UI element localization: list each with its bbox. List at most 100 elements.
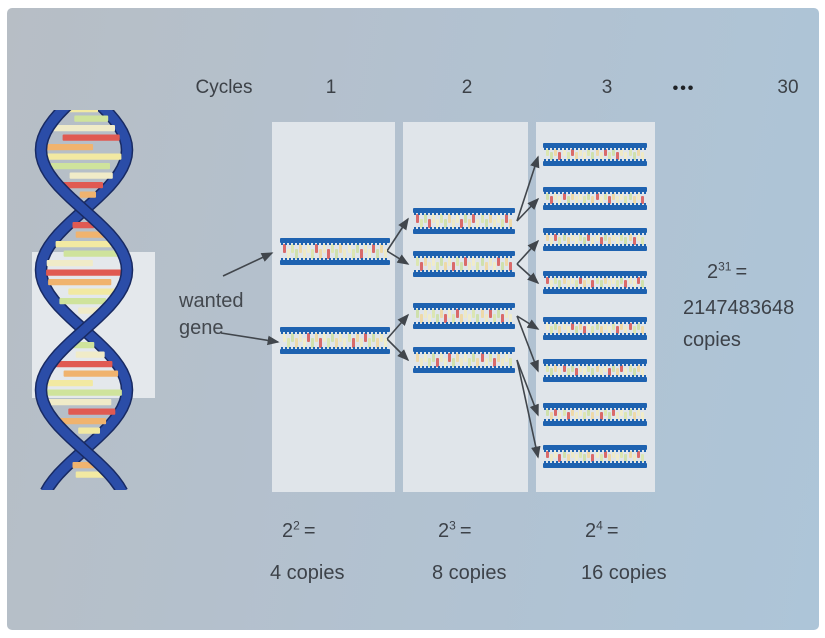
- base-pair-row: [543, 192, 647, 205]
- cycle-2-formula: 23=: [438, 518, 472, 543]
- strand-backbone-bottom: [543, 418, 647, 426]
- base-tick: [612, 408, 615, 416]
- base-pair-row: [413, 256, 515, 272]
- base-tick: [579, 276, 582, 284]
- base-tick: [603, 192, 607, 200]
- base-tick: [367, 337, 371, 348]
- base-tick: [448, 309, 452, 318]
- base-tick: [440, 309, 444, 318]
- base-tick: [379, 332, 383, 343]
- copy-arrow: [222, 252, 274, 277]
- helix-base-pair-rung: [46, 380, 93, 387]
- base-tick: [612, 276, 615, 284]
- base-tick: [371, 243, 375, 254]
- base-tick: [558, 454, 562, 462]
- base-tick: [311, 248, 315, 259]
- dna-fragment-copy: [413, 251, 515, 277]
- strand-backbone-bottom: [543, 460, 647, 468]
- dna-fragment-copy: [543, 444, 647, 468]
- base-tick: [295, 337, 299, 348]
- final-formula: 231=: [707, 260, 747, 284]
- strand-backbone-bottom: [543, 332, 647, 340]
- base-tick: [558, 368, 562, 376]
- base-tick: [508, 262, 512, 271]
- cycle-number-30: 30: [777, 77, 799, 98]
- formula-base: 2: [707, 261, 719, 283]
- base-tick: [432, 257, 436, 266]
- base-tick: [632, 412, 636, 420]
- base-tick: [504, 257, 508, 266]
- strand-backbone-bottom: [413, 322, 515, 329]
- base-tick: [468, 314, 472, 323]
- base-tick: [583, 237, 587, 245]
- base-tick: [351, 337, 355, 348]
- base-tick: [448, 257, 452, 266]
- base-tick: [570, 322, 574, 330]
- base-tick: [432, 353, 436, 362]
- base-tick: [375, 248, 379, 259]
- base-tick: [636, 276, 640, 284]
- base-tick: [546, 322, 549, 330]
- base-tick: [335, 248, 339, 259]
- strand-backbone-top: [413, 251, 515, 258]
- base-tick: [283, 243, 286, 254]
- dna-fragment-copy: [543, 402, 647, 426]
- base-tick: [464, 257, 468, 266]
- final-copies-unit: copies: [683, 329, 741, 351]
- base-tick: [579, 364, 582, 372]
- base-tick: [558, 412, 562, 420]
- base-pair-row: [543, 233, 647, 246]
- base-tick: [480, 257, 484, 266]
- base-tick: [562, 276, 566, 284]
- base-tick: [574, 237, 578, 245]
- base-tick: [319, 337, 323, 348]
- base-tick: [315, 243, 319, 254]
- helix-base-pair-rung: [55, 241, 113, 248]
- base-tick: [632, 152, 636, 160]
- base-tick: [550, 152, 554, 160]
- equals-sign: =: [459, 520, 472, 542]
- strand-backbone-top: [543, 316, 647, 324]
- strand-backbone-top: [413, 347, 515, 354]
- base-tick: [616, 280, 620, 288]
- base-tick: [570, 276, 574, 284]
- base-tick: [452, 314, 456, 323]
- base-tick: [460, 219, 464, 228]
- base-tick: [595, 233, 599, 241]
- base-tick: [591, 368, 595, 376]
- base-tick: [636, 322, 640, 330]
- formula-exponent: 3: [449, 518, 456, 533]
- wanted-gene-line1: wanted: [179, 290, 244, 312]
- base-tick: [546, 450, 549, 458]
- base-tick: [492, 262, 496, 271]
- base-tick: [599, 368, 603, 376]
- wanted-gene-line2: gene: [179, 317, 224, 339]
- base-tick: [591, 326, 595, 334]
- base-tick: [436, 358, 440, 367]
- base-tick: [554, 148, 558, 156]
- wanted-gene-annotation: wanted gene: [179, 288, 244, 342]
- base-tick: [488, 214, 492, 223]
- base-tick: [335, 337, 339, 348]
- ellipsis-dots: •••: [672, 80, 696, 97]
- helix-base-pair-rung: [69, 172, 113, 179]
- base-tick: [504, 309, 508, 318]
- strand-backbone-top: [413, 303, 515, 310]
- base-tick: [583, 196, 587, 204]
- base-tick: [632, 280, 636, 288]
- strand-backbone-bottom: [280, 257, 390, 265]
- base-tick: [636, 148, 640, 156]
- cycles-header-label: Cycles: [195, 77, 253, 98]
- base-tick: [546, 364, 549, 372]
- strand-backbone-top: [543, 227, 647, 235]
- base-tick: [420, 219, 424, 228]
- base-tick: [624, 326, 628, 334]
- base-tick: [343, 248, 347, 259]
- base-tick: [452, 219, 456, 228]
- base-tick: [287, 337, 291, 348]
- base-tick: [620, 276, 624, 284]
- dna-fragment-copy: [543, 227, 647, 251]
- base-tick: [607, 454, 611, 462]
- base-tick: [492, 358, 496, 367]
- base-tick: [620, 148, 624, 156]
